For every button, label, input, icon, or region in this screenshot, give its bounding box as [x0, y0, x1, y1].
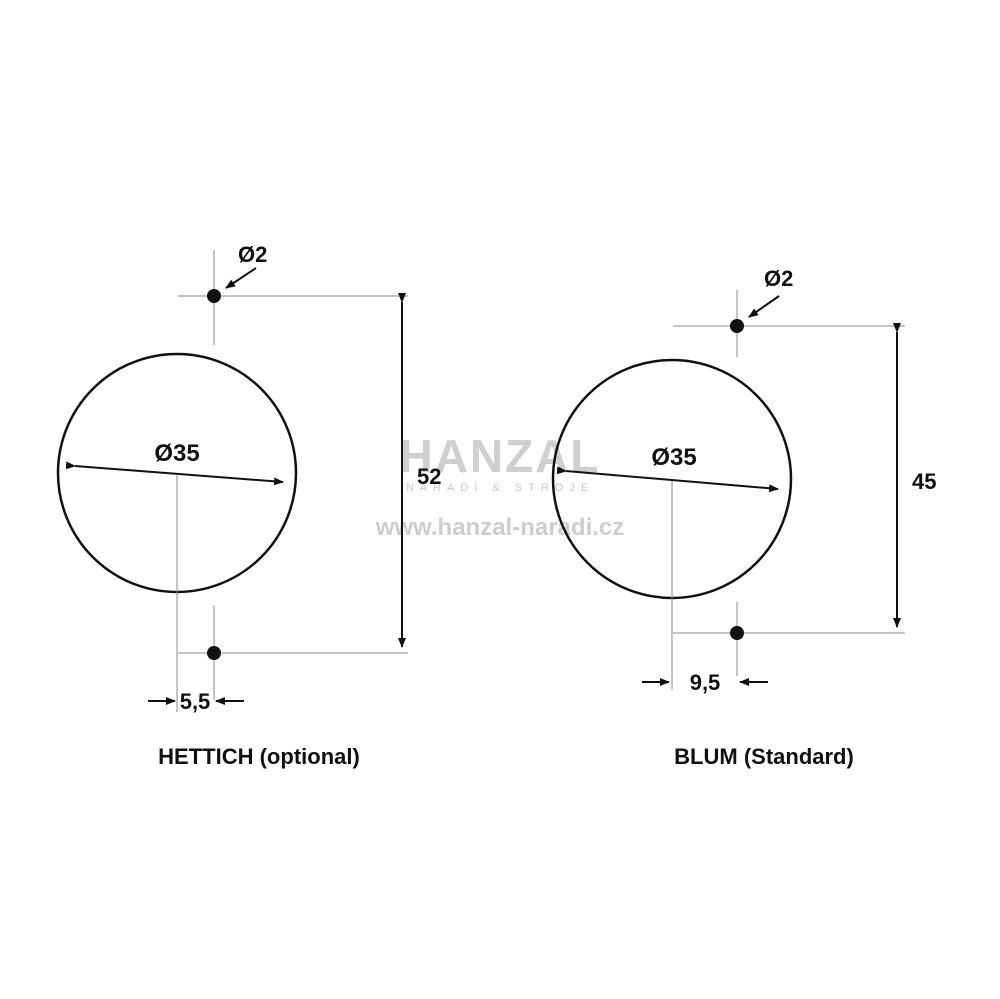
blum-upper-pin-hole [730, 319, 744, 333]
blum-caption: BLUM (Standard) [674, 744, 854, 769]
blum-offset-label: 9,5 [690, 670, 721, 695]
hettich-lower-pin-hole [207, 646, 221, 660]
blum-cup-diameter-label: Ø35 [651, 444, 696, 471]
blum-drawing: Ø2 Ø35 45 9,5 BLUM (Standard) [551, 266, 936, 769]
blum-cup-diameter-arrow [556, 466, 779, 493]
hettich-pin-leader-arrow [225, 267, 257, 289]
hettich-drawing: Ø2 Ø35 52 5,5 HETTICH (optional) [56, 242, 441, 769]
watermark: HANZAL NÁŘADÍ & STROJE www.hanzal-naradi… [375, 430, 625, 541]
hettich-cup-diameter-arrow [65, 461, 284, 486]
hettich-cup-diameter-label: Ø35 [154, 440, 199, 467]
watermark-url: www.hanzal-naradi.cz [375, 514, 625, 541]
blum-lower-pin-hole [730, 626, 744, 640]
hettich-vertical-dimension-label: 52 [417, 464, 441, 489]
hettich-upper-pin-hole [207, 289, 221, 303]
blum-pin-diameter-label: Ø2 [764, 266, 793, 291]
blum-vertical-dimension-label: 45 [912, 469, 936, 494]
blum-pin-leader-arrow [748, 295, 780, 318]
hettich-caption: HETTICH (optional) [158, 744, 360, 769]
hettich-pin-diameter-label: Ø2 [238, 242, 267, 267]
watermark-tagline: NÁŘADÍ & STROJE [406, 481, 594, 494]
hettich-offset-label: 5,5 [180, 689, 211, 714]
